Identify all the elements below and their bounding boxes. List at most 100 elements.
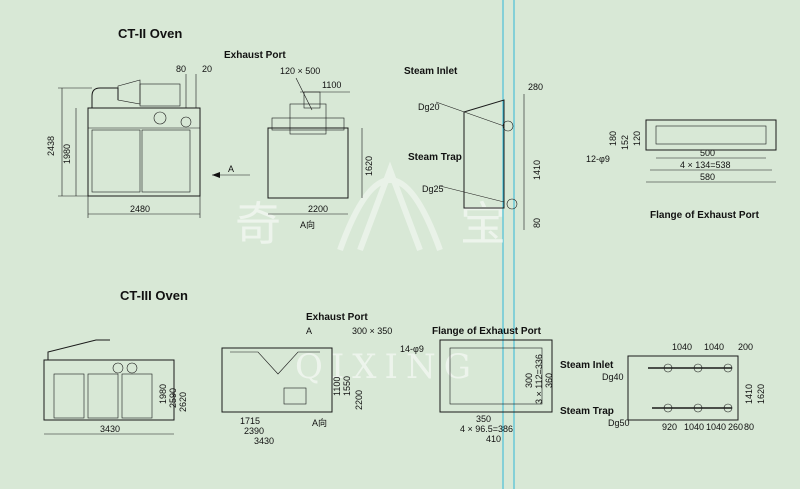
dim-180: 180 (608, 131, 618, 146)
ct2-door-left (91, 129, 141, 193)
ct3-steam-panel (627, 355, 739, 421)
label-flange-1: Flange of Exhaust Port (650, 210, 760, 221)
dim-1550: 1550 (342, 376, 352, 396)
dim-280: 280 (528, 82, 543, 92)
dim-260: 260 (728, 422, 743, 432)
dim-1980b: 1980 (158, 384, 168, 404)
ct3-body-top (221, 347, 333, 413)
ct3-steam-view: Steam Inlet Dg40 Steam Trap Dg50 1040 10… (560, 342, 766, 432)
dim-1040a: 1040 (672, 342, 692, 352)
ct2-flange: 180 152 120 12-φ9 500 4 × 134=538 580 Fl… (586, 119, 777, 221)
watermark-latin: QIXING (295, 347, 479, 387)
dim-12phi9: 12-φ9 (586, 154, 610, 164)
steam-trap-icon (506, 198, 518, 210)
dim-410: 410 (486, 434, 501, 444)
ct3-fan-top (283, 387, 307, 405)
ct2-front-view: 2438 1980 2480 80 20 A (46, 64, 250, 218)
dim-2200b: 2200 (354, 390, 364, 410)
ct2-flange-outline (645, 119, 777, 151)
dim-2590: 2590 (168, 388, 178, 408)
view-a-arrow-label-2: A (306, 326, 312, 336)
ct3-cabinet (43, 359, 175, 421)
dim-120: 120 (632, 131, 642, 146)
dim-3430: 3430 (100, 424, 120, 434)
label-exhaust-port-1: Exhaust Port (224, 50, 286, 61)
ct3-flange: Flange of Exhaust Port 14-φ9 300 3 × 112… (400, 326, 554, 444)
watermark-char-right: 宝 (460, 197, 506, 251)
dim-1040d: 1040 (706, 422, 726, 432)
ct2-door-right (141, 129, 191, 193)
dim-1620: 1620 (364, 156, 374, 176)
steam-inlet-valve-icon (502, 120, 514, 132)
title-ct3: CT-III Oven (120, 288, 188, 303)
dim-300x350: 300 × 350 (352, 326, 392, 336)
dim-1040c: 1040 (684, 422, 704, 432)
ct2-fan-housing (117, 79, 141, 105)
dim-1620b: 1620 (756, 384, 766, 404)
dim-1410: 1410 (532, 160, 542, 180)
view-a-arrow-label: A (228, 164, 234, 174)
dim-920: 920 (662, 422, 677, 432)
title-ct2: CT-II Oven (118, 26, 182, 41)
label-steam-trap-1: Steam Trap (408, 152, 462, 163)
ct2-gauge (153, 111, 167, 125)
dim-2390: 2390 (244, 426, 264, 436)
dim-80c: 80 (744, 422, 754, 432)
label-exhaust-port-2: Exhaust Port (306, 312, 368, 323)
dim-200: 200 (738, 342, 753, 352)
dim-1100b: 1100 (332, 377, 342, 396)
dim-360: 360 (544, 373, 554, 388)
dim-300: 300 (524, 373, 534, 388)
label-steam-inlet-1: Steam Inlet (404, 66, 458, 77)
label-steam-inlet-2: Steam Inlet (560, 360, 614, 371)
label-view-a-1: A向 (300, 219, 315, 230)
dim-3430b: 3430 (254, 436, 274, 446)
label-steam-trap-2: Steam Trap (560, 406, 614, 417)
ct2-top-rail (271, 117, 345, 131)
ct3-door-2 (87, 373, 119, 419)
dim-1410b: 1410 (744, 384, 754, 404)
dim-2438: 2438 (46, 136, 56, 156)
dim-4x96: 4 × 96.5=386 (460, 424, 513, 434)
dim-120x500: 120 × 500 (280, 66, 320, 76)
dim-2620: 2620 (178, 392, 188, 412)
ct2-fan-side (289, 103, 327, 135)
ct3-door-3 (121, 373, 153, 419)
ct2-flange-inner (655, 125, 767, 145)
ct2-steam-panel (463, 99, 505, 209)
dim-2200: 2200 (308, 204, 328, 214)
ct2-duct (91, 87, 119, 108)
dim-dg20: Dg20 (418, 102, 440, 112)
dim-1040b: 1040 (704, 342, 724, 352)
dim-4x134: 4 × 134=538 (680, 160, 731, 170)
ct3-front-view: 3430 1980 2590 2620 (43, 339, 188, 435)
watermark-char-left: 奇 (235, 197, 281, 251)
ct2-fan-box (139, 83, 181, 107)
dim-80b: 80 (532, 218, 542, 228)
ct2-side-view: Exhaust Port 120 × 500 1100 1620 2200 A向 (224, 50, 374, 230)
dim-2480: 2480 (130, 204, 150, 214)
ct3-door-1 (53, 373, 85, 419)
dim-1715: 1715 (240, 416, 260, 426)
dim-80: 80 (176, 64, 186, 74)
dim-500: 500 (700, 148, 715, 158)
dim-580: 580 (700, 172, 715, 182)
watermark-logo-icon (337, 161, 443, 252)
dim-14phi9: 14-φ9 (400, 344, 424, 354)
ct2-motor (180, 116, 192, 128)
ct3-top-view: Exhaust Port A 300 × 350 1100 1550 2200 … (221, 312, 392, 446)
dim-350: 350 (476, 414, 491, 424)
dim-dg40: Dg40 (602, 372, 624, 382)
ct2-body-side (267, 127, 349, 199)
label-view-a-2: A向 (312, 417, 327, 428)
ct3-duct (47, 339, 110, 360)
ct3-gauge (112, 362, 124, 374)
dim-1980: 1980 (62, 144, 72, 164)
ct2-exhaust-stub (303, 91, 321, 109)
dim-1100: 1100 (322, 80, 341, 90)
dim-dg25: Dg25 (422, 184, 444, 194)
ct3-flange-outline (439, 339, 553, 413)
label-flange-2: Flange of Exhaust Port (432, 326, 542, 337)
